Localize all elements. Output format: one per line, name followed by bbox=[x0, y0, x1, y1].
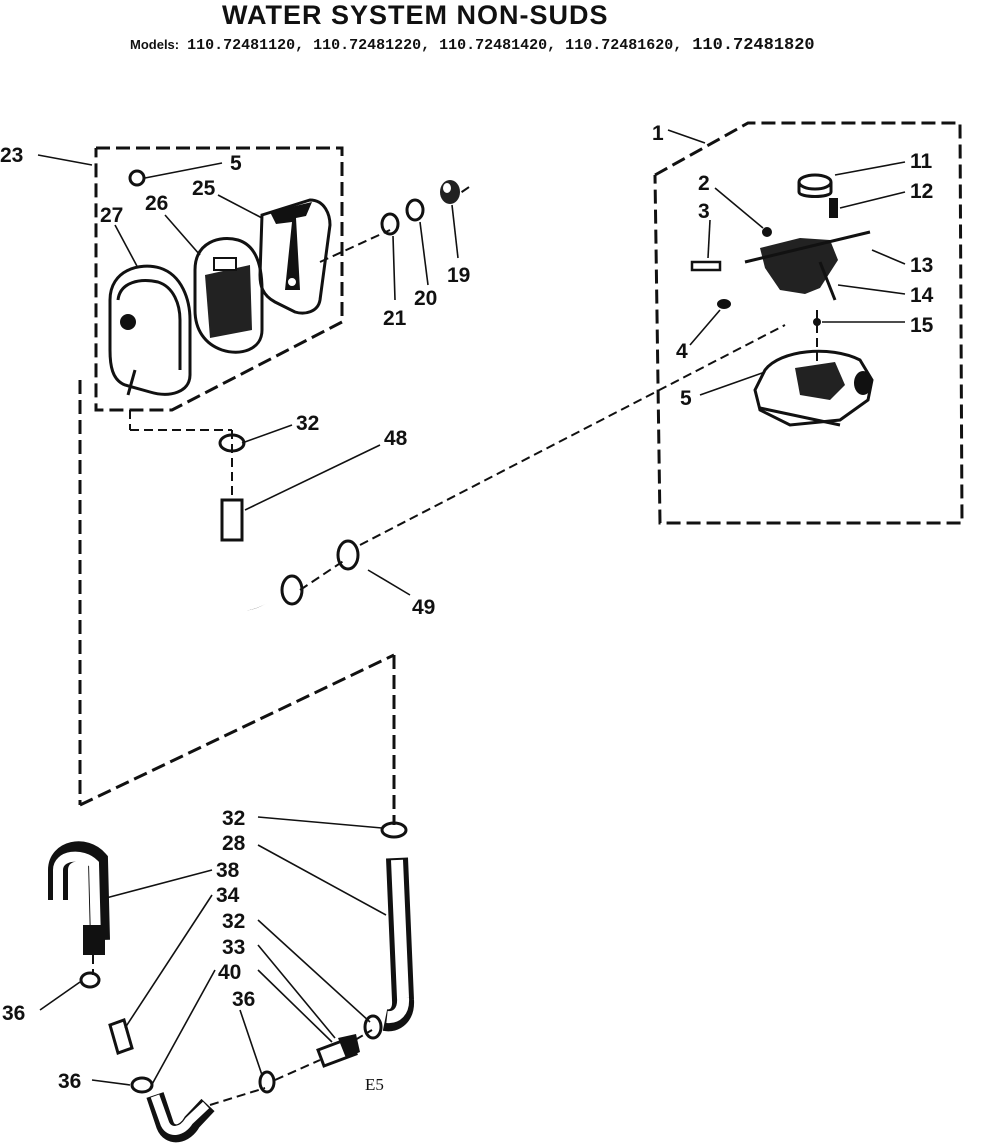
callout-2: 2 bbox=[698, 172, 710, 195]
callout-1: 1 bbox=[652, 122, 664, 145]
clamp-part-49 bbox=[336, 539, 360, 571]
clamp-part-32-lower bbox=[380, 821, 408, 839]
callout-28: 28 bbox=[222, 832, 246, 855]
filter-cover-part-25 bbox=[258, 198, 332, 315]
callout-5-pump: 5 bbox=[680, 387, 692, 410]
callout-13: 13 bbox=[910, 254, 933, 277]
callout-32-upper: 32 bbox=[296, 412, 319, 435]
models-label: Models: bbox=[130, 37, 180, 52]
clamp-part-5-top bbox=[128, 169, 146, 187]
connector-part-34 bbox=[108, 1018, 134, 1055]
hose-part-48 bbox=[220, 498, 304, 611]
models-extra: 110.72481820 bbox=[692, 36, 815, 55]
clamp-part-36-upper bbox=[79, 971, 101, 989]
figure-code: E5 bbox=[365, 1075, 384, 1094]
callout-40: 40 bbox=[218, 961, 241, 984]
callout-34: 34 bbox=[216, 884, 240, 907]
callout-19: 19 bbox=[447, 264, 470, 287]
callout-labels: 23 5 27 26 25 21 20 19 32 48 49 1 11 2 1… bbox=[0, 122, 934, 1094]
callout-20: 20 bbox=[414, 287, 437, 310]
pump-assembly-box bbox=[653, 121, 964, 525]
hose-part-40 bbox=[146, 1092, 215, 1143]
callout-32-bottom: 32 bbox=[222, 910, 245, 933]
seal-part-15 bbox=[813, 318, 821, 326]
nut-part-19 bbox=[440, 180, 460, 204]
models-list: 110.72481120, 110.72481220, 110.72481420… bbox=[187, 37, 683, 54]
drain-hook-part-38 bbox=[48, 841, 110, 955]
callout-49: 49 bbox=[412, 596, 435, 619]
callout-25: 25 bbox=[192, 177, 216, 200]
callout-48: 48 bbox=[384, 427, 408, 450]
clamp-part-32-bottom bbox=[363, 1014, 383, 1040]
callout-23: 23 bbox=[0, 144, 23, 167]
callout-3: 3 bbox=[698, 200, 710, 223]
callout-32-lower: 32 bbox=[222, 807, 245, 830]
clip-part-4 bbox=[717, 299, 731, 309]
callout-33: 33 bbox=[222, 936, 245, 959]
callout-38: 38 bbox=[216, 859, 240, 882]
callout-14: 14 bbox=[910, 284, 934, 307]
pump-body-parts-2-3-13-14 bbox=[690, 227, 871, 301]
callout-36-upper: 36 bbox=[2, 1002, 25, 1025]
diagram-title: WATER SYSTEM NON-SUDS bbox=[222, 0, 609, 30]
coupling-part-33 bbox=[316, 1034, 360, 1068]
callout-21: 21 bbox=[383, 307, 407, 330]
clamp-part-36-lower bbox=[130, 1076, 154, 1094]
leader-lines bbox=[37, 129, 906, 1089]
pump-housing-part-5 bbox=[753, 349, 874, 427]
filter-assembly-box bbox=[94, 146, 344, 412]
washer-part-20 bbox=[405, 198, 425, 222]
callout-15: 15 bbox=[910, 314, 934, 337]
shaft-part-12 bbox=[829, 198, 838, 218]
callout-36-lower: 36 bbox=[58, 1070, 81, 1093]
connection-lines bbox=[78, 184, 818, 1106]
filter-housing-part-27 bbox=[108, 264, 192, 396]
clamp-part-36-middle bbox=[258, 1070, 276, 1094]
callout-12: 12 bbox=[910, 180, 933, 203]
filter-screen-part-26 bbox=[193, 237, 264, 354]
models-line: Models: 110.72481120, 110.72481220, 110.7… bbox=[130, 36, 815, 55]
pulley-part-11 bbox=[797, 173, 833, 198]
washer-part-21 bbox=[380, 212, 400, 236]
callout-36-middle: 36 bbox=[232, 988, 255, 1011]
callout-4: 4 bbox=[676, 340, 688, 363]
callout-26: 26 bbox=[145, 192, 168, 215]
callout-5-top: 5 bbox=[230, 152, 242, 175]
callout-27: 27 bbox=[100, 204, 123, 227]
callout-11: 11 bbox=[910, 150, 933, 173]
hose-part-28 bbox=[382, 857, 415, 1032]
